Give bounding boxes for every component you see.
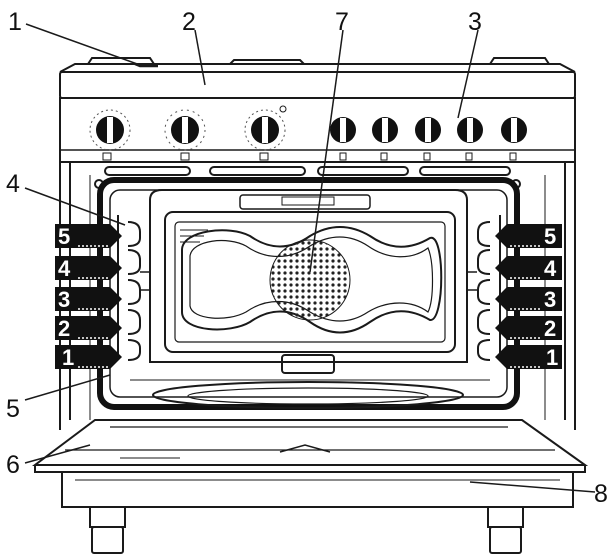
callout-6: 6 [6, 451, 20, 479]
shelf-level-left-1: 1 [62, 345, 74, 370]
shelf-level-right-5: 5 [544, 224, 556, 249]
control-knob-icon[interactable] [501, 117, 527, 143]
callout-1: 1 [8, 8, 22, 36]
control-knob-icon[interactable] [244, 109, 286, 151]
shelf-level-right-1: 1 [546, 345, 558, 370]
shelf-level-right-2: 2 [544, 316, 556, 341]
callout-3: 3 [468, 8, 482, 36]
control-knob-icon[interactable] [164, 109, 206, 151]
shelf-rack-left [117, 215, 141, 361]
control-knob-icon[interactable] [89, 109, 131, 151]
shelf-level-labels-right: 5 4 3 2 1 [495, 224, 562, 370]
storage-drawer [61, 471, 574, 508]
shelf-level-right-3: 3 [544, 287, 556, 312]
control-knob-icon[interactable] [457, 117, 483, 143]
indicator-slots [104, 166, 511, 176]
oven-door [32, 419, 589, 473]
shelf-level-left-2: 2 [58, 316, 70, 341]
leader-lines [24, 23, 596, 493]
back-panel [140, 189, 477, 374]
control-panel [59, 97, 576, 163]
shelf-level-left-3: 3 [58, 287, 70, 312]
shelf-level-left-4: 4 [58, 256, 71, 281]
callout-7: 7 [335, 8, 349, 36]
callout-2: 2 [182, 8, 196, 36]
oven-feet [89, 506, 524, 554]
control-knob-icon[interactable] [372, 117, 398, 143]
callout-8: 8 [594, 480, 608, 508]
knob-symbols [102, 105, 517, 161]
shelf-level-right-4: 4 [544, 256, 557, 281]
callout-4: 4 [6, 170, 20, 198]
fan-grille-icon [269, 239, 351, 321]
shelf-level-left-5: 5 [58, 224, 70, 249]
callout-5: 5 [6, 395, 20, 423]
oven-floor [130, 379, 490, 409]
shelf-level-labels-left: 5 4 3 2 1 [55, 224, 122, 370]
control-knob-icon[interactable] [330, 117, 356, 143]
control-knob-icon[interactable] [415, 117, 441, 143]
